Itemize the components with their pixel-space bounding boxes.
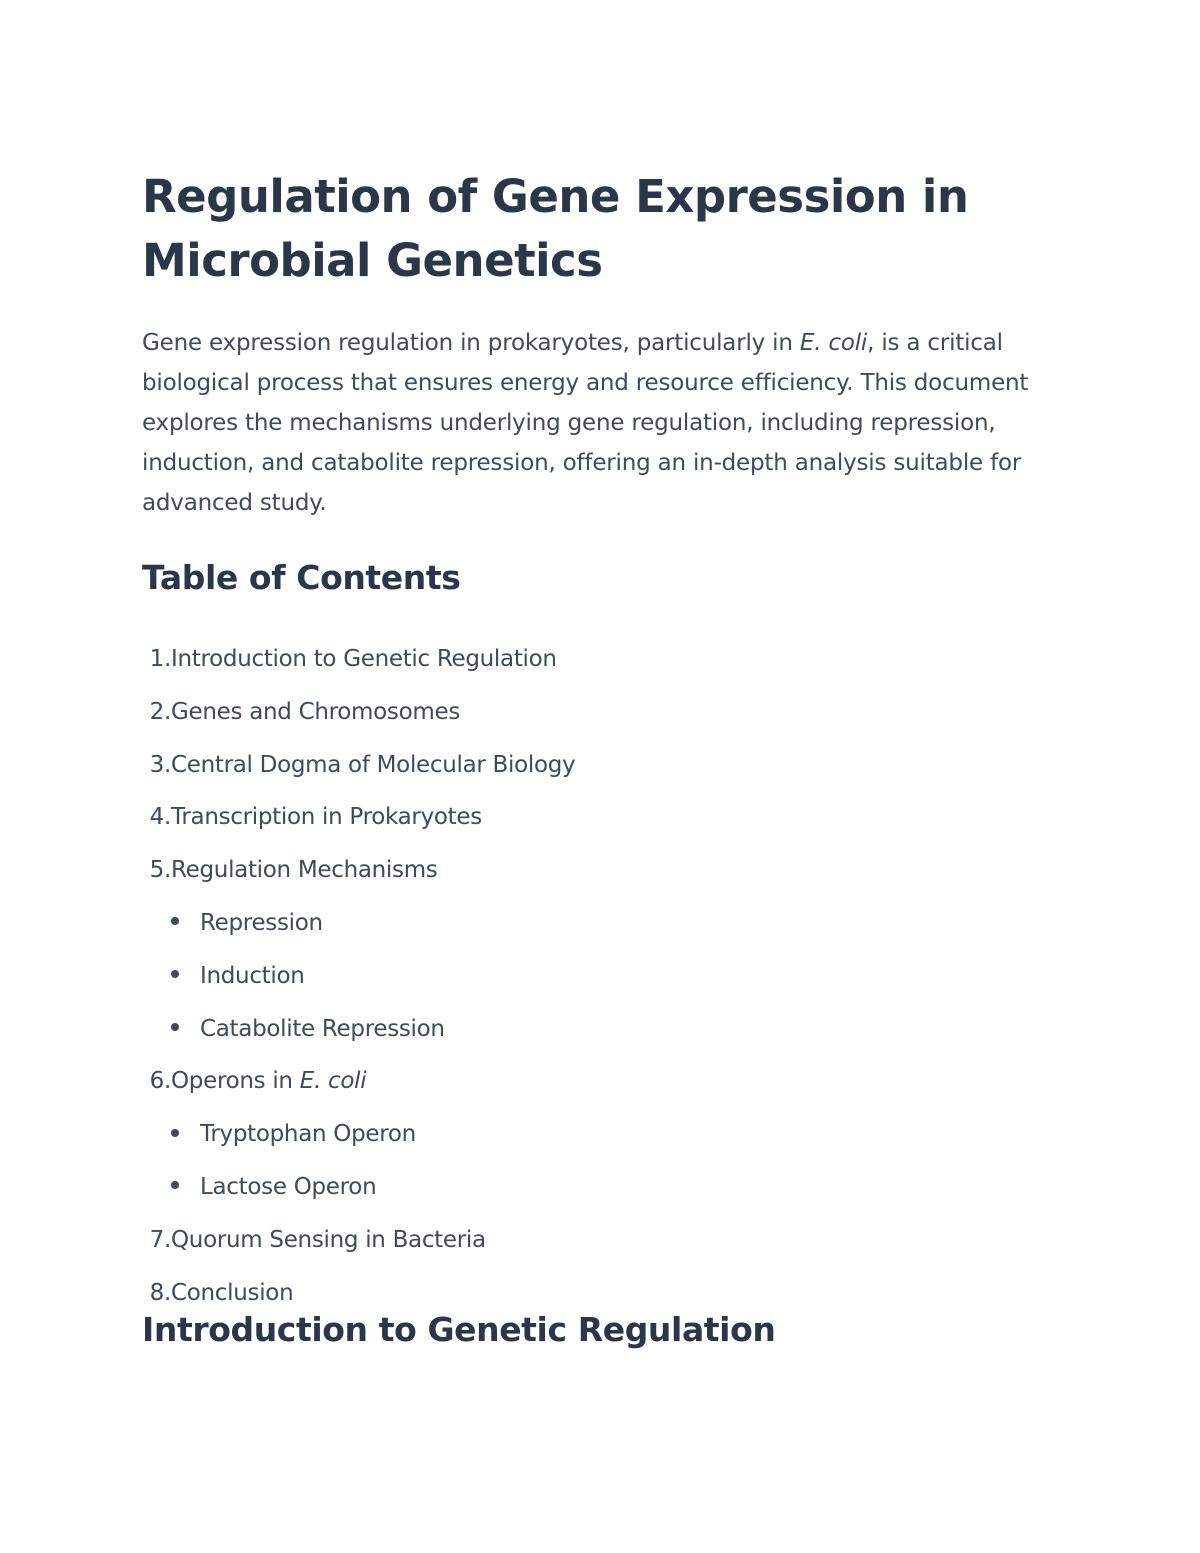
toc-subitem-repression[interactable]: Repression <box>142 897 1067 950</box>
toc-subitem-catabolite-repression[interactable]: Catabolite Repression <box>142 1003 1067 1056</box>
toc-sub-label: Catabolite Repression <box>200 1015 445 1042</box>
toc-sub-label: Repression <box>200 909 323 936</box>
toc-number: 5. <box>149 857 172 884</box>
toc-label-species: E. coli <box>299 1068 367 1095</box>
toc-label: Central Dogma of Molecular Biology <box>171 751 576 778</box>
toc-sub-label: Induction <box>200 962 305 989</box>
toc-item-central-dogma[interactable]: 3.Central Dogma of Molecular Biology <box>142 739 1067 792</box>
bullet-icon <box>171 970 179 979</box>
toc-item-genes-chromosomes[interactable]: 2.Genes and Chromosomes <box>142 686 1067 739</box>
toc-number: 8. <box>149 1279 172 1306</box>
document-title: Regulation of Gene Expression in Microbi… <box>142 170 969 287</box>
toc-sublist-regulation: Repression Induction Catabolite Repressi… <box>142 897 1067 1055</box>
bullet-icon <box>171 1023 179 1032</box>
toc-label: Regulation Mechanisms <box>171 857 438 884</box>
bullet-icon <box>171 1181 179 1190</box>
toc-item-operons[interactable]: 6.Operons in E. coli Tryptophan Operon L… <box>142 1055 1067 1213</box>
toc-label: Operons in <box>171 1068 300 1095</box>
toc-number: 1. <box>149 646 172 672</box>
toc-item-conclusion[interactable]: 8.Conclusion <box>142 1267 1067 1320</box>
toc-item-quorum-sensing[interactable]: 7.Quorum Sensing in Bacteria <box>142 1214 1067 1267</box>
toc-item-transcription[interactable]: 4.Transcription in Prokaryotes <box>142 791 1067 844</box>
intro-text-start: Gene expression regulation in prokaryote… <box>142 330 800 356</box>
bullet-icon <box>171 917 179 926</box>
toc-sub-label: Tryptophan Operon <box>200 1121 416 1148</box>
toc-sub-label: Lactose Operon <box>200 1173 377 1200</box>
toc-number: 7. <box>149 1226 172 1253</box>
toc-number: 6. <box>149 1068 172 1095</box>
toc-subitem-induction[interactable]: Induction <box>142 950 1067 1003</box>
toc-number: 2. <box>149 698 172 725</box>
toc-label: Transcription in Prokaryotes <box>171 804 482 831</box>
section-heading-introduction: Introduction to Genetic Regulation <box>142 1310 776 1349</box>
toc-label: Conclusion <box>171 1279 294 1306</box>
toc-subitem-tryptophan-operon[interactable]: Tryptophan Operon <box>142 1108 1067 1161</box>
toc-heading: Table of Contents <box>142 558 461 597</box>
intro-text-end: , is a critical biological process that … <box>142 330 1029 516</box>
toc-number: 3. <box>149 751 172 778</box>
toc-label: Genes and Chromosomes <box>171 698 461 725</box>
toc-item-regulation-mechanisms[interactable]: 5.Regulation Mechanisms Repression Induc… <box>142 844 1067 1055</box>
toc-sublist-operons: Tryptophan Operon Lactose Operon <box>142 1108 1067 1214</box>
toc-item-introduction[interactable]: 1.Introduction to Genetic Regulation <box>142 633 1067 686</box>
document-page: Regulation of Gene Expression in Microbi… <box>142 165 1067 1349</box>
intro-paragraph: Gene expression regulation in prokaryote… <box>142 323 1067 523</box>
table-of-contents: 1.Introduction to Genetic Regulation 2.G… <box>142 633 1067 1319</box>
toc-number: 4. <box>149 804 172 831</box>
toc-label: Quorum Sensing in Bacteria <box>171 1226 486 1253</box>
toc-label: Introduction to Genetic Regulation <box>171 646 557 672</box>
toc-subitem-lactose-operon[interactable]: Lactose Operon <box>142 1161 1067 1214</box>
bullet-icon <box>171 1128 179 1137</box>
intro-species-name: E. coli <box>799 330 868 356</box>
